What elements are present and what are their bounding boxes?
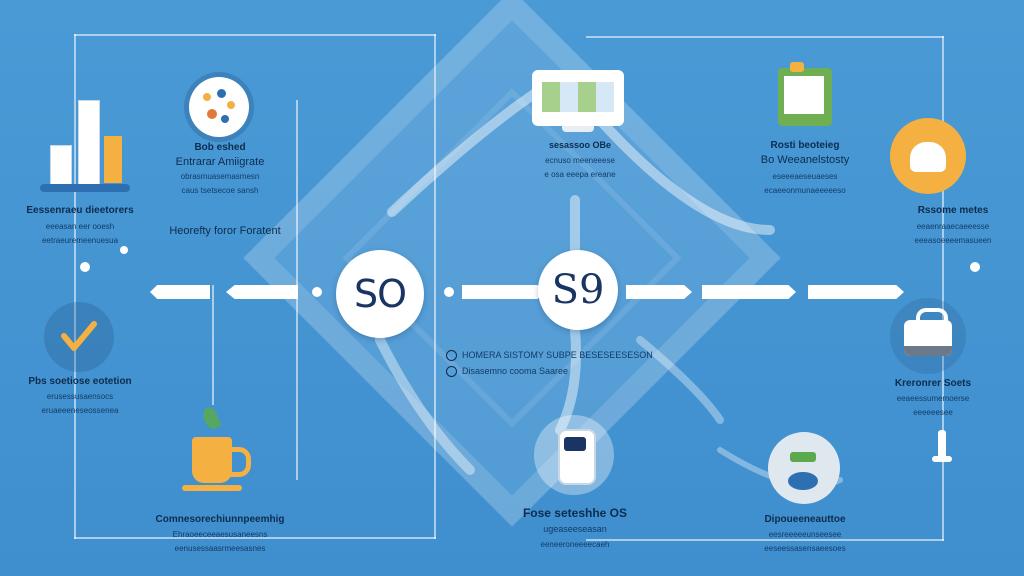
top-right-subtitle: Bo Weeanelstosty (760, 154, 850, 166)
paint-mouse-icon (768, 432, 840, 504)
frame-left-top (74, 34, 436, 36)
bottom-left-line-1: Ehraoeeceeaesusaneesns (172, 530, 268, 539)
top-left-line-2: caus tsetsecoe sansh (181, 186, 259, 195)
top-mid-title: sesassoo OBe (548, 140, 612, 150)
left-arrow-label: Heorefty foror Foratent (169, 225, 281, 237)
center-arrow (462, 285, 544, 299)
so-label: SO (353, 272, 407, 316)
top-right-title: Rosti beoteieg (770, 140, 840, 151)
right-low-title: Kreronrer Soets (894, 378, 972, 389)
bottom-left-line-2: eenusessaasrmeesasnes (174, 544, 266, 553)
top-mid-line-2: e osa eeepa ereane (544, 170, 616, 179)
s9-label: S9 (551, 267, 605, 313)
bottom-left-title: Comnesorechiunnpeemhig (155, 514, 285, 525)
bottom-mid-line-1: eeneeroneeeecaeh (540, 540, 610, 549)
right-low-stand-base (932, 456, 952, 462)
left-mid-title: Eessenraeu dieetorers (26, 205, 134, 216)
right-arrow-2 (702, 285, 796, 299)
top-left-subtitle: Entrarar Amiigrate (175, 156, 265, 168)
so-badge[interactable]: SO (336, 250, 424, 338)
device-kiosk-icon (776, 62, 836, 128)
left-low-line-2: eruaeeeneseossenea (41, 406, 119, 415)
bar-chart-icon (40, 100, 130, 195)
center-caption-line-2: Disasemno cooma Saaree (462, 366, 569, 376)
left-arrow-1 (150, 285, 210, 299)
frame-left-bottom (74, 537, 436, 539)
left-mid-dot-1 (80, 262, 90, 272)
coffee-cup-icon (178, 405, 258, 495)
left-mid-line-1: eeeasan eer ooesh (45, 222, 115, 231)
right-low-stand-icon (938, 430, 946, 458)
center-caption-line-1: HOMERA SISTOMY SUBPE BESESEESESON (462, 350, 653, 360)
center-caption-bullet-2 (446, 366, 457, 377)
bag-icon (890, 298, 966, 374)
left-dot (312, 287, 322, 297)
frame-right-vertical (942, 36, 944, 541)
right-low-line-2: eeeeeesee (913, 408, 953, 417)
top-right-line-1: eseeeaeseuaeses (772, 172, 838, 181)
frame-right-top (586, 36, 944, 38)
bottom-mid-subtitle: ugeaseeseasan (543, 524, 607, 534)
frame-right-bottom (586, 539, 944, 541)
right-mid-line-2: eeeasoeeeemasueen (914, 236, 992, 245)
bottom-right-line-1: eesreeeeeunseesee (768, 530, 842, 539)
bottom-right-line-2: eeseessasensaeesoes (764, 544, 846, 553)
right-mid-line-1: eeaenraaecaeeesse (916, 222, 990, 231)
phone-device-icon (534, 415, 614, 495)
right-arrow-1 (626, 285, 692, 299)
left-arrow-2 (226, 285, 298, 299)
top-left-title: Bob eshed (194, 142, 246, 153)
s9-badge[interactable]: S9 (538, 250, 618, 330)
top-left-line-1: obrasmuasemasmesn (180, 172, 260, 181)
bottom-mid-title: Fose seteshhe OS (522, 506, 628, 520)
right-arrow-3 (808, 285, 904, 299)
center-caption-bullet-1 (446, 350, 457, 361)
center-dot (444, 287, 454, 297)
hand-coin-icon (890, 118, 966, 194)
left-mid-line-2: eetraeuremeenuesua (41, 236, 119, 245)
frame-left-vertical (74, 34, 76, 539)
frame-dash-vertical (212, 285, 214, 405)
top-right-line-2: ecaeeonmunaeeeeeso (764, 186, 846, 195)
bottom-right-title: Dipoueeneauttoe (764, 514, 846, 525)
left-low-line-1: erusessusaensocs (46, 392, 114, 401)
right-mid-title: Rssome metes (917, 205, 989, 216)
left-mid-dot-2 (120, 246, 128, 254)
right-mid-dot (970, 262, 980, 272)
top-mid-line-1: ecnuso meeneeese (545, 156, 615, 165)
frame-left-inner-vertical (434, 34, 436, 539)
left-low-title: Pbs soetiose eotetion (28, 376, 132, 387)
puzzle-plate-icon (184, 72, 254, 142)
monitor-icon (532, 70, 624, 134)
right-low-line-1: eeaeessumemoerse (896, 394, 970, 403)
checkmark-icon (44, 302, 114, 372)
